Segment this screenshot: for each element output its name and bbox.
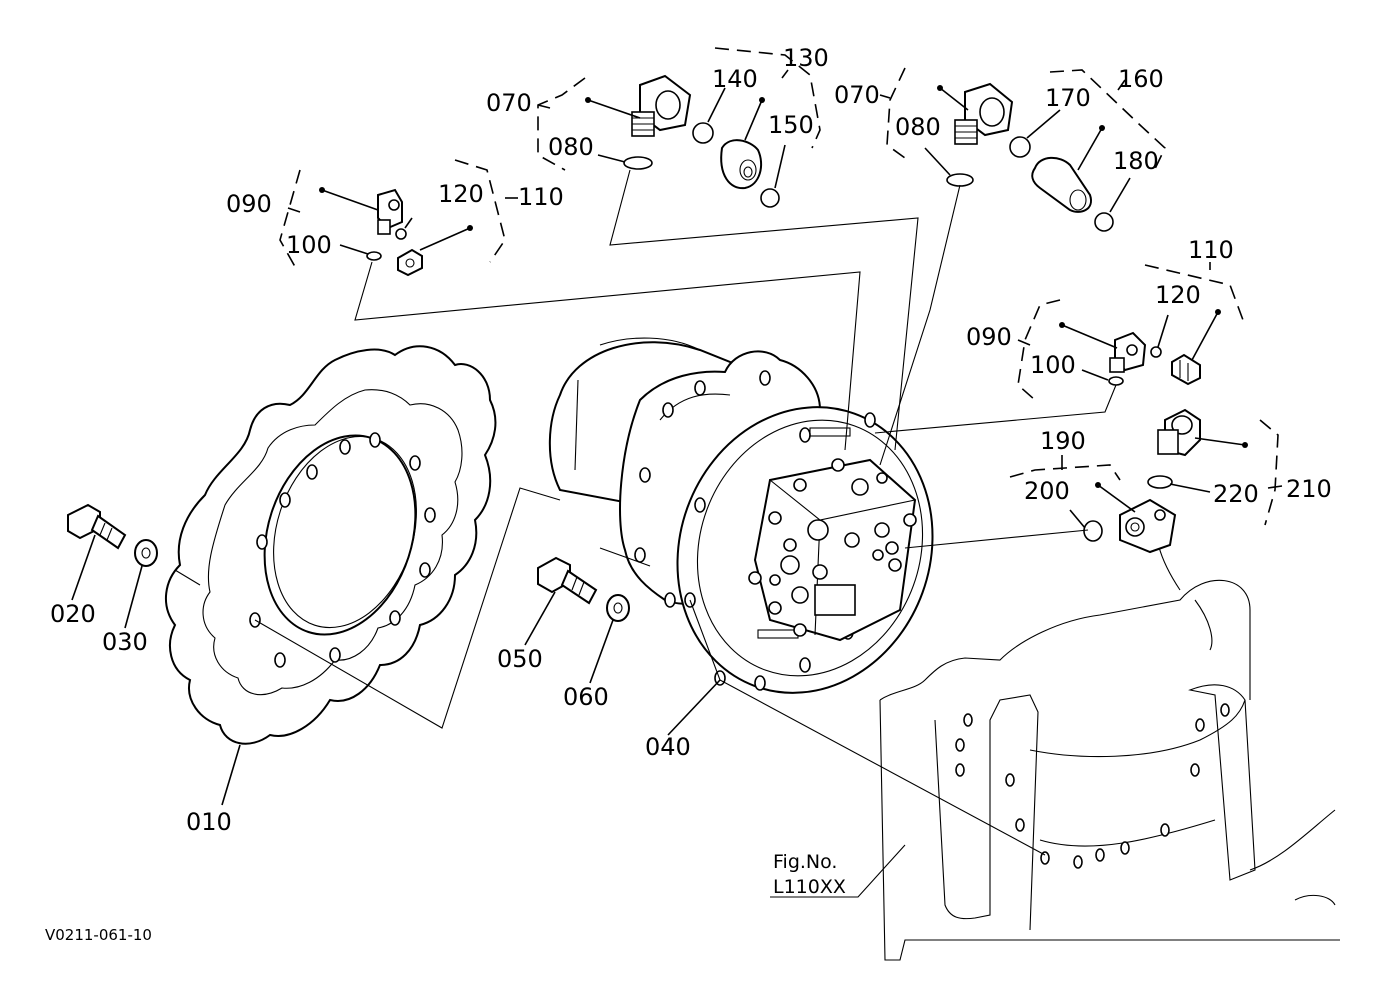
callout-040: 040	[645, 733, 691, 761]
callout-170: 170	[1045, 84, 1091, 112]
callout-100-top: 100	[286, 231, 332, 259]
plug-fitting-180[interactable]	[1031, 156, 1092, 213]
bolt-050[interactable]	[537, 556, 598, 605]
callout-070-right: 070	[834, 81, 880, 109]
leader-dots	[319, 85, 1248, 488]
callout-200: 200	[1024, 477, 1070, 505]
fig-no-label: Fig.No.	[773, 851, 837, 873]
callout-010: 010	[186, 808, 232, 836]
o-ring-200[interactable]	[1083, 520, 1103, 542]
o-ring-120-top[interactable]	[395, 228, 407, 240]
callout-110-top: 110	[518, 183, 564, 211]
elbow-fitting-210[interactable]	[1157, 408, 1201, 457]
callout-100-right: 100	[1030, 351, 1076, 379]
o-ring-080-left[interactable]	[623, 156, 653, 170]
callout-020: 020	[50, 600, 96, 628]
callouts: 010 020 030 040 050 060 070 070 080 080 …	[50, 44, 1332, 836]
washer-030[interactable]	[134, 539, 158, 567]
track-frame	[879, 509, 1340, 961]
leader-lines	[71, 69, 1283, 898]
callout-090-top: 090	[226, 190, 272, 218]
group-brackets	[279, 47, 1279, 526]
callout-050: 050	[497, 645, 543, 673]
elbow-fitting-070-right[interactable]	[954, 82, 1014, 145]
callout-080-left: 080	[548, 133, 594, 161]
o-ring-170[interactable]	[1009, 136, 1031, 158]
callout-060: 060	[563, 683, 609, 711]
callout-140: 140	[712, 65, 758, 93]
o-ring-180[interactable]	[1094, 212, 1114, 232]
callout-190: 190	[1040, 427, 1086, 455]
callout-160: 160	[1118, 65, 1164, 93]
callout-130: 130	[783, 44, 829, 72]
o-ring-140[interactable]	[692, 122, 714, 144]
connector-fitting-right[interactable]	[1171, 353, 1201, 386]
o-ring-100-top[interactable]	[366, 251, 382, 261]
callout-030: 030	[102, 628, 148, 656]
elbow-fitting-090-right[interactable]	[1109, 331, 1147, 373]
plug-fitting-top[interactable]	[397, 248, 423, 277]
tee-fitting-190[interactable]	[1119, 498, 1177, 554]
o-ring-080-right[interactable]	[946, 173, 974, 187]
plug-fitting-150[interactable]	[720, 139, 763, 190]
elbow-fitting-090-top[interactable]	[377, 188, 403, 235]
fig-number: L110XX	[773, 876, 846, 898]
callout-210: 210	[1286, 475, 1332, 503]
callout-180: 180	[1113, 147, 1159, 175]
callout-070-left: 070	[486, 89, 532, 117]
callout-090-right: 090	[966, 323, 1012, 351]
callout-110-right: 110	[1188, 236, 1234, 264]
travel-motor-040[interactable]	[548, 337, 972, 729]
callout-120-top: 120	[438, 180, 484, 208]
o-ring-120-right[interactable]	[1150, 346, 1162, 358]
o-ring-150[interactable]	[760, 188, 780, 208]
bolt-020[interactable]	[67, 503, 127, 550]
washer-060[interactable]	[606, 594, 630, 622]
elbow-fitting-070-left[interactable]	[631, 74, 692, 137]
callout-080-right: 080	[895, 113, 941, 141]
o-ring-220[interactable]	[1147, 475, 1173, 489]
sprocket-010[interactable]	[164, 345, 497, 745]
o-ring-100-right[interactable]	[1108, 376, 1124, 386]
drawing-code: V0211-061-10	[45, 926, 152, 944]
callout-150: 150	[768, 111, 814, 139]
callout-120-right: 120	[1155, 281, 1201, 309]
callout-220: 220	[1213, 480, 1259, 508]
